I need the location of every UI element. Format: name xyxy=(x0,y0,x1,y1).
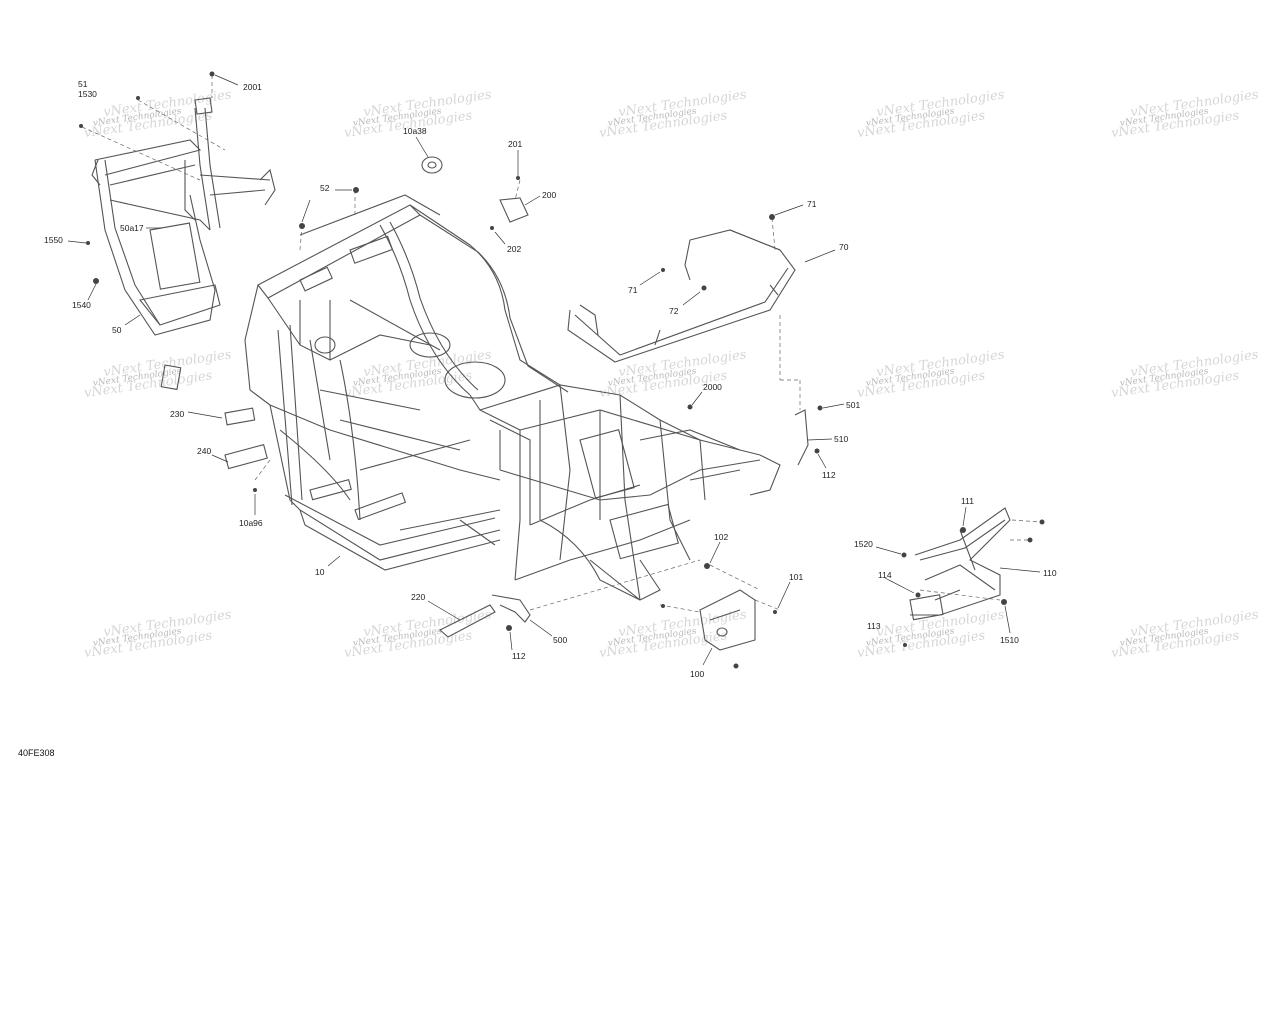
bolt-icon xyxy=(817,405,823,411)
label-50: 50 xyxy=(112,325,122,335)
bolt-icon xyxy=(353,187,359,193)
bolt-icon xyxy=(704,563,710,569)
main-frame-drawing xyxy=(244,194,781,601)
rear-bumper-drawing xyxy=(91,97,276,336)
bolt-icon xyxy=(773,610,777,614)
bolt-icon xyxy=(136,96,140,100)
bolt-icon xyxy=(93,278,99,284)
bolt-icon xyxy=(79,124,83,128)
label-102: 102 xyxy=(714,532,728,542)
grommet-drawing xyxy=(421,156,443,174)
bolt-icon xyxy=(299,223,305,229)
label-71-left: 71 xyxy=(628,285,638,295)
watermark-layer: vNext Technologies vNext Technologies vN… xyxy=(83,87,1260,661)
label-50a17: 50a17 xyxy=(120,223,144,233)
bolt-icon xyxy=(960,527,966,533)
front-bumper-drawing xyxy=(567,229,796,363)
label-201: 201 xyxy=(508,139,522,149)
watermark: vNext Technologies vNext Technologies vN… xyxy=(343,347,493,401)
label-114: 114 xyxy=(878,570,892,580)
label-2001: 2001 xyxy=(243,82,262,92)
leader-lines xyxy=(67,74,1041,666)
label-100: 100 xyxy=(690,669,704,679)
watermark: vNext Technologies vNext Technologies vN… xyxy=(856,347,1006,401)
label-112-right: 112 xyxy=(822,470,836,480)
bolt-icon xyxy=(733,663,739,669)
bolt-icon xyxy=(490,226,494,230)
bolt-icon xyxy=(661,268,665,272)
bolt-icon xyxy=(209,71,215,77)
label-51: 51 xyxy=(78,79,88,89)
label-10: 10 xyxy=(315,567,325,577)
label-52: 52 xyxy=(320,183,330,193)
bolt-icon xyxy=(769,214,775,220)
bolt-icon xyxy=(901,552,907,558)
label-1510: 1510 xyxy=(1000,635,1019,645)
label-1530: 1530 xyxy=(78,89,97,99)
label-1520: 1520 xyxy=(854,539,873,549)
diagram-code: 40FE308 xyxy=(18,748,55,758)
label-240: 240 xyxy=(197,446,211,456)
label-501: 501 xyxy=(846,400,860,410)
label-10a38: 10a38 xyxy=(403,126,427,136)
label-111: 111 xyxy=(961,496,974,506)
label-200: 200 xyxy=(542,190,556,200)
bolt-icon xyxy=(814,448,820,454)
label-1540: 1540 xyxy=(72,300,91,310)
watermark: vNext Technologies vNext Technologies vN… xyxy=(343,607,493,661)
watermark: vNext Technologies vNext Technologies vN… xyxy=(1110,87,1260,141)
bolt-icon xyxy=(915,592,921,598)
fasteners xyxy=(79,71,1045,669)
label-500: 500 xyxy=(553,635,567,645)
label-202: 202 xyxy=(507,244,521,254)
watermark: vNext Technologies vNext Technologies vN… xyxy=(598,87,748,141)
bolt-icon xyxy=(903,643,907,647)
label-510: 510 xyxy=(834,434,848,444)
bolt-icon xyxy=(86,241,90,245)
watermark: vNext Technologies vNext Technologies vN… xyxy=(83,607,233,661)
label-112-bottom: 112 xyxy=(512,651,526,661)
label-113: 113 xyxy=(867,621,881,631)
watermark: vNext Technologies vNext Technologies vN… xyxy=(83,347,233,401)
watermark: vNext Technologies vNext Technologies vN… xyxy=(856,87,1006,141)
bolt-icon xyxy=(1027,537,1033,543)
label-71-top: 71 xyxy=(807,199,817,209)
bracket-200-drawing xyxy=(499,197,529,223)
bolt-icon xyxy=(687,404,693,410)
label-10a96: 10a96 xyxy=(239,518,263,528)
bolt-icon xyxy=(1039,519,1045,525)
label-230: 230 xyxy=(170,409,184,419)
bolt-icon xyxy=(661,604,665,608)
label-70: 70 xyxy=(839,242,849,252)
label-1550: 1550 xyxy=(44,235,63,245)
bolt-icon xyxy=(253,488,257,492)
brackets-lower-drawing xyxy=(439,594,531,638)
watermark: vNext Technologies vNext Technologies vN… xyxy=(1110,607,1260,661)
bolt-icon xyxy=(1001,599,1007,605)
label-110: 110 xyxy=(1043,568,1057,578)
front-skid-drawing xyxy=(909,507,1011,621)
bolt-icon xyxy=(516,176,520,180)
watermark: vNext Technologies vNext Technologies vN… xyxy=(83,87,233,141)
watermark: vNext Technologies vNext Technologies vN… xyxy=(1110,347,1260,401)
reference-labels: 51 1530 2001 10a38 201 200 202 52 71 70 … xyxy=(44,79,1057,679)
bracket-510-drawing xyxy=(794,409,809,466)
bolt-icon xyxy=(701,285,707,291)
watermark: vNext Technologies vNext Technologies vN… xyxy=(598,347,748,401)
watermark: vNext Technologies vNext Technologies vN… xyxy=(598,607,748,661)
assembly-lines xyxy=(81,75,1041,613)
label-72: 72 xyxy=(669,306,679,316)
bolt-icon xyxy=(506,625,512,631)
label-220: 220 xyxy=(411,592,425,602)
label-101: 101 xyxy=(789,572,803,582)
watermark: vNext Technologies vNext Technologies vN… xyxy=(343,87,493,141)
label-2000: 2000 xyxy=(703,382,722,392)
bracket-100-drawing xyxy=(699,589,756,651)
